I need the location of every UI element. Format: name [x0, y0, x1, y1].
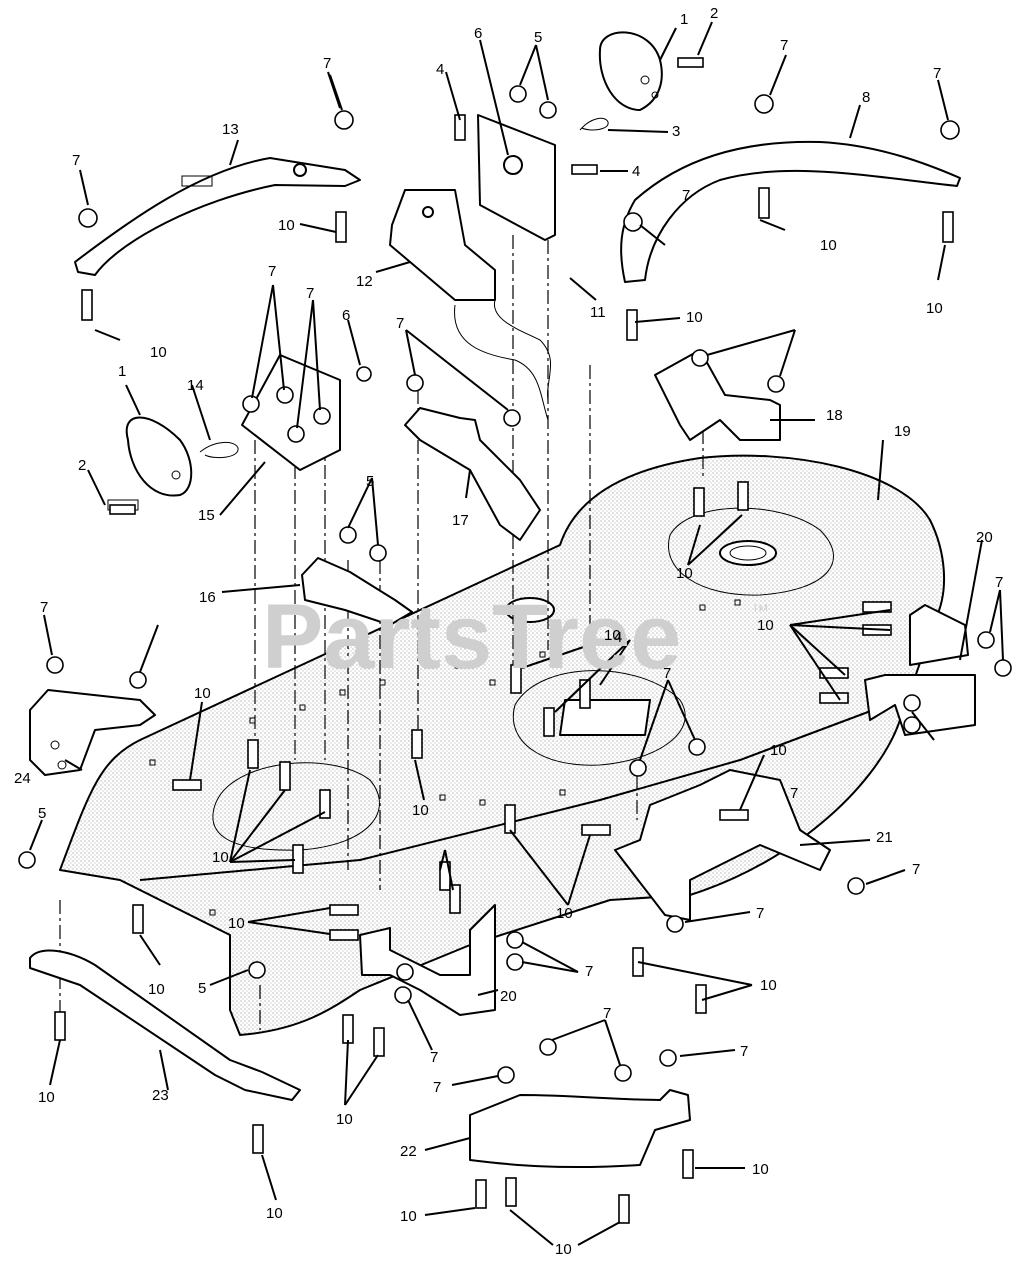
- watermark-text: PartsTree: [262, 586, 681, 688]
- callout-10: 10: [266, 1205, 283, 1222]
- callout-6: 6: [342, 307, 350, 324]
- callout-13: 13: [222, 121, 239, 138]
- callout-10: 10: [752, 1161, 769, 1178]
- callout-10: 10: [926, 300, 943, 317]
- callout-21: 21: [876, 829, 893, 846]
- callout-leader-lines: [29, 21, 1004, 1246]
- callout-20: 20: [976, 529, 993, 546]
- callout-5: 5: [366, 473, 374, 490]
- callout-numbers: 1 2 3 4 4 5 6 7 8 7 7 13 7 10 10 12 11 7…: [14, 5, 1003, 1258]
- callout-15: 15: [198, 507, 215, 524]
- callout-10: 10: [278, 217, 295, 234]
- idler-bracket-parts-11-12: [389, 114, 556, 301]
- bracket-part-16: [301, 557, 413, 626]
- watermark-trademark: TM: [752, 603, 768, 615]
- callout-10: 10: [820, 237, 837, 254]
- callout-5: 5: [534, 29, 542, 46]
- callout-3: 3: [672, 123, 680, 140]
- callout-7: 7: [430, 1049, 438, 1066]
- callout-10: 10: [686, 309, 703, 326]
- hardware-nuts-bolts: [18, 57, 1012, 1224]
- callout-10: 10: [412, 802, 429, 819]
- callout-7: 7: [585, 963, 593, 980]
- mower-deck-housing: [59, 454, 945, 1036]
- callout-7: 7: [740, 1043, 748, 1060]
- callout-10: 10: [604, 627, 621, 644]
- bracket-part-21: [614, 769, 831, 921]
- callout-10: 10: [150, 344, 167, 361]
- callout-7: 7: [790, 785, 798, 802]
- bracket-part-17: [404, 407, 541, 541]
- callout-8: 8: [862, 89, 870, 106]
- blade-part-23: [29, 949, 301, 1101]
- callout-7: 7: [306, 285, 314, 302]
- callout-7: 7: [603, 1005, 611, 1022]
- left-baffle-part-13: [74, 157, 361, 276]
- right-baffle-part-8: [620, 140, 961, 283]
- baffle-part-22: [469, 1089, 691, 1169]
- callout-10: 10: [194, 685, 211, 702]
- callout-10: 10: [556, 905, 573, 922]
- callout-7: 7: [396, 315, 404, 332]
- callout-10: 10: [770, 742, 787, 759]
- callout-10: 10: [228, 915, 245, 932]
- callout-7: 7: [268, 263, 276, 280]
- callout-7: 7: [72, 152, 80, 169]
- left-pivot-assembly-parts-1-14-15: [107, 354, 341, 511]
- callout-7: 7: [40, 599, 48, 616]
- front-bracket-part-20: [359, 904, 496, 1016]
- callout-14: 14: [187, 377, 204, 394]
- callout-12: 12: [356, 273, 373, 290]
- bracket-part-24: [29, 689, 156, 776]
- callout-10: 10: [336, 1111, 353, 1128]
- callout-7: 7: [663, 665, 671, 682]
- callout-23: 23: [152, 1087, 169, 1104]
- callout-7: 7: [933, 65, 941, 82]
- callout-20: 20: [500, 988, 517, 1005]
- callout-18: 18: [826, 407, 843, 424]
- callout-4: 4: [632, 163, 640, 180]
- callout-7: 7: [756, 905, 764, 922]
- callout-2: 2: [710, 5, 718, 22]
- callout-10: 10: [148, 981, 165, 998]
- callout-5: 5: [38, 805, 46, 822]
- callout-1: 1: [680, 11, 688, 28]
- callout-7: 7: [995, 574, 1003, 591]
- callout-7: 7: [912, 861, 920, 878]
- bracket-part-18: [654, 349, 781, 441]
- callout-7: 7: [682, 187, 690, 204]
- callout-4: 4: [436, 61, 444, 78]
- callout-6: 6: [474, 25, 482, 42]
- callout-10: 10: [555, 1241, 572, 1258]
- callout-19: 19: [894, 423, 911, 440]
- callout-2: 2: [78, 457, 86, 474]
- callout-22: 22: [400, 1143, 417, 1160]
- callout-10: 10: [757, 617, 774, 634]
- callout-10: 10: [676, 565, 693, 582]
- callout-16: 16: [199, 589, 216, 606]
- callout-10: 10: [212, 849, 229, 866]
- callout-7: 7: [433, 1079, 441, 1096]
- callout-5: 5: [198, 980, 206, 997]
- pivot-plate-part-1-top: [579, 31, 663, 131]
- callout-1: 1: [118, 363, 126, 380]
- callout-17: 17: [452, 512, 469, 529]
- callout-7: 7: [780, 37, 788, 54]
- callout-4: 4: [614, 629, 622, 646]
- callout-10: 10: [760, 977, 777, 994]
- callout-24: 24: [14, 770, 31, 787]
- callout-11: 11: [590, 304, 606, 321]
- callout-7: 7: [323, 55, 331, 72]
- callout-10: 10: [400, 1208, 417, 1225]
- callout-10: 10: [38, 1089, 55, 1106]
